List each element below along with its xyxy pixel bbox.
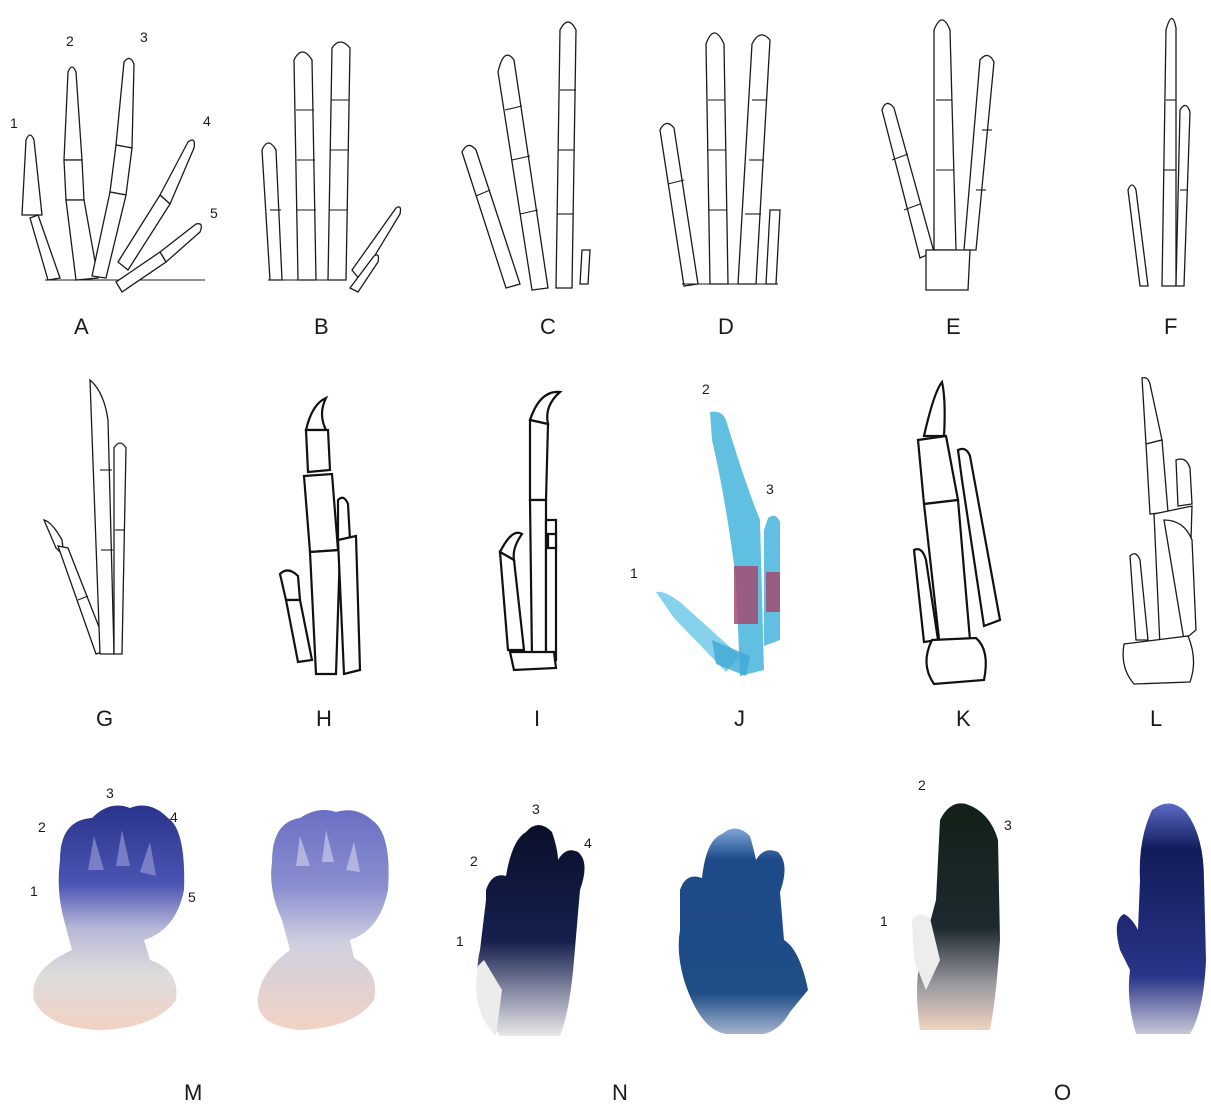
panel-label-j: J bbox=[734, 706, 745, 731]
digit-label-2: 2 bbox=[918, 777, 926, 793]
panel-label-i: I bbox=[534, 706, 540, 731]
panel-label-e: E bbox=[946, 314, 961, 339]
panel-l-hand: L bbox=[1123, 378, 1196, 731]
digit-label-3: 3 bbox=[1004, 817, 1012, 833]
panel-n-limb-buds: 1 2 3 4 N bbox=[456, 801, 808, 1105]
digit-label-1: 1 bbox=[10, 115, 18, 131]
panel-c-hand: C bbox=[462, 22, 590, 339]
digit-label-1: 1 bbox=[30, 883, 38, 899]
digit-label-4: 4 bbox=[203, 113, 211, 129]
panel-g-hand: G bbox=[44, 380, 126, 731]
digit-label-3: 3 bbox=[106, 785, 114, 801]
panel-label-l: L bbox=[1150, 706, 1162, 731]
panel-label-d: D bbox=[718, 314, 734, 339]
digit-label-5: 5 bbox=[210, 205, 218, 221]
panel-i-hand: I bbox=[500, 392, 560, 731]
digit-label-1: 1 bbox=[880, 913, 888, 929]
panel-b-hand: B bbox=[262, 42, 401, 339]
panel-label-g: G bbox=[96, 706, 113, 731]
panel-j-stained-digits: 1 2 3 J bbox=[630, 381, 780, 731]
digit-label-2: 2 bbox=[702, 381, 710, 397]
panel-label-b: B bbox=[314, 314, 329, 339]
panel-a-five-digit-hand: 1 2 3 4 5 A bbox=[10, 29, 218, 339]
digit-label-3: 3 bbox=[140, 29, 148, 45]
panel-label-m: M bbox=[184, 1080, 202, 1105]
digit-label-4: 4 bbox=[584, 835, 592, 851]
digit-label-1: 1 bbox=[630, 565, 638, 581]
digit-label-3: 3 bbox=[766, 481, 774, 497]
panel-label-k: K bbox=[956, 706, 971, 731]
digit-label-5: 5 bbox=[188, 889, 196, 905]
panel-e-hand: E bbox=[882, 20, 994, 339]
panel-d-hand: D bbox=[660, 33, 780, 339]
digit-label-1: 1 bbox=[456, 933, 464, 949]
panel-label-n: N bbox=[612, 1080, 628, 1105]
panel-label-o: O bbox=[1054, 1080, 1071, 1105]
panel-o-limb-buds: 1 2 3 O bbox=[880, 777, 1206, 1105]
digit-label-2: 2 bbox=[38, 819, 46, 835]
digit-label-4: 4 bbox=[170, 809, 178, 825]
panel-label-a: A bbox=[74, 314, 89, 339]
panel-label-c: C bbox=[540, 314, 556, 339]
panel-f-hand: F bbox=[1128, 18, 1190, 339]
panel-k-hand: K bbox=[914, 382, 1000, 731]
digit-label-2: 2 bbox=[66, 33, 74, 49]
digit-label-3: 3 bbox=[532, 801, 540, 817]
digit-label-2: 2 bbox=[470, 853, 478, 869]
panel-m-limb-buds: 1 2 3 4 5 M bbox=[30, 785, 389, 1105]
panel-h-hand: H bbox=[280, 398, 360, 731]
panel-label-h: H bbox=[316, 706, 332, 731]
panel-label-f: F bbox=[1164, 314, 1177, 339]
